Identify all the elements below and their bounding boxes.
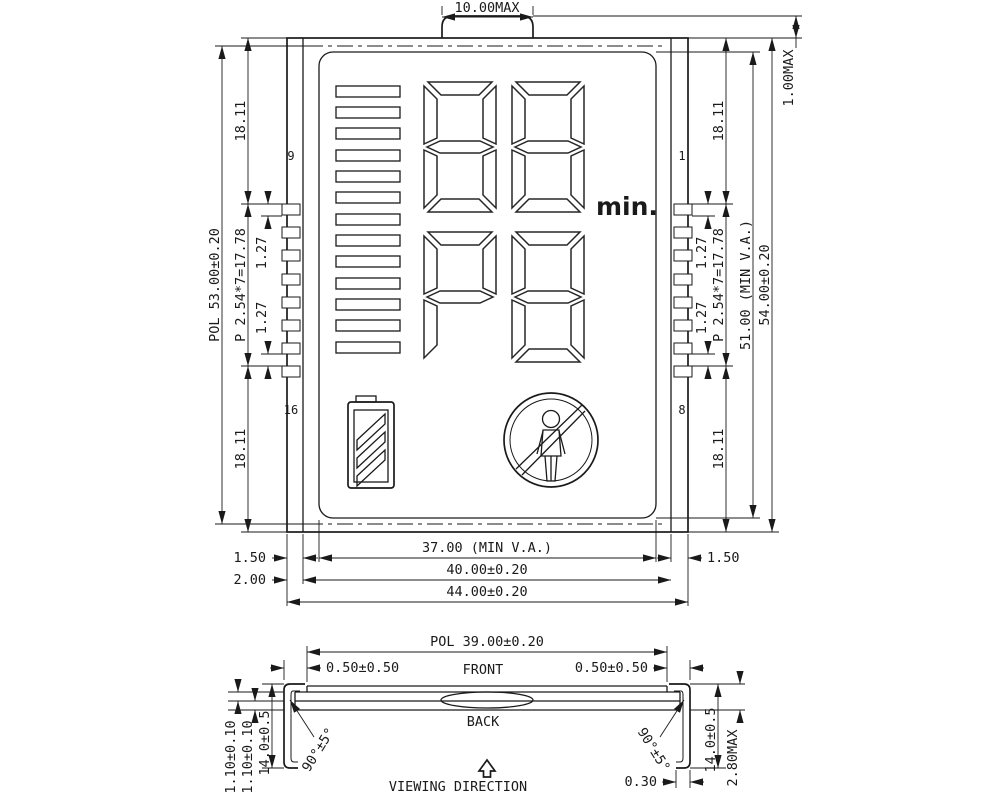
section-ellipse — [440, 691, 534, 709]
pin-array-left: 9 16 — [281, 149, 301, 417]
dim-edge-left-b: 2.00 — [233, 572, 266, 588]
viewing-direction-arrow-icon — [477, 758, 497, 778]
dim-half-pitch-right-bottom: 1.27 — [694, 302, 710, 335]
bezel-right-outer — [669, 683, 691, 769]
dim-tab-width: 10.00MAX — [454, 0, 519, 16]
bezel-left-inner — [290, 690, 300, 763]
dim-glass-a: 1.10±0.10 — [223, 720, 239, 793]
dim-total-width: 44.00±0.20 — [446, 584, 527, 600]
viewing-area-outline — [318, 51, 657, 519]
dim-leg-left: 14.0±0.5 — [257, 710, 273, 775]
dim-bend-angle-right: 90°±5° — [634, 725, 673, 775]
back-label: BACK — [467, 714, 500, 730]
seven-segment-char-p — [423, 231, 497, 360]
viewing-direction: VIEWING DIRECTION — [389, 758, 527, 795]
person-body — [540, 429, 562, 457]
seven-segment-digit-bottom-right — [511, 231, 585, 363]
min-unit-label: min. — [596, 192, 658, 221]
seven-segment-digit-top-right — [511, 81, 585, 213]
prohibition-slash — [515, 404, 583, 470]
dim-glass-b: 1.10±0.10 — [240, 720, 256, 793]
seven-segment-digit-top-left — [423, 81, 497, 213]
dim-total-height: 54.00±0.20 — [757, 244, 773, 325]
dim-thickness-max: 2.80MAX — [725, 730, 741, 787]
prohibition-slash-2 — [521, 410, 586, 476]
dim-top-margin-left: 18.11 — [233, 101, 249, 142]
front-label: FRONT — [463, 662, 504, 678]
dim-bend-angle-left: 90°±5° — [299, 725, 338, 775]
dim-pol-inset-right: 0.50±0.50 — [575, 660, 648, 676]
dimensions-top: 10.00MAX 1.00MAX — [441, 0, 802, 107]
dim-edge-right: 1.50 — [707, 550, 740, 566]
dim-pol-inset-left: 0.50±0.50 — [326, 660, 399, 676]
pin-array-right: 1 8 — [673, 149, 693, 417]
pin-number-8: 8 — [678, 403, 685, 417]
dim-pol-height: POL 53.00±0.20 — [207, 228, 223, 342]
dim-tab-height: 1.00MAX — [781, 50, 797, 107]
dim-pin-pitch-left: P 2.54*7=17.78 — [233, 228, 249, 342]
dim-top-margin-right: 18.11 — [711, 101, 727, 142]
bezel-left-outer — [283, 683, 305, 769]
dim-va-width: 37.00 (MIN V.A.) — [422, 540, 552, 556]
viewing-direction-label: VIEWING DIRECTION — [389, 779, 527, 795]
dim-half-pitch-right-top: 1.27 — [694, 237, 710, 270]
dim-bottom-margin-right: 18.11 — [711, 429, 727, 470]
no-person-icon — [503, 392, 599, 488]
dim-half-pitch-left-bottom: 1.27 — [254, 302, 270, 335]
person-arms — [536, 430, 566, 455]
person-head — [541, 409, 561, 429]
bezel-right-inner — [674, 690, 684, 763]
dim-half-pitch-left-top: 1.27 — [254, 237, 270, 270]
person-legs — [544, 455, 558, 482]
dim-edge-left-a: 1.50 — [233, 550, 266, 566]
section-outline — [283, 683, 691, 769]
side-view: FRONT BACK POL 39.00±0.20 0.50±0.50 0.50… — [223, 634, 745, 795]
main-view: 9 16 1 8 — [207, 0, 802, 606]
dimensions-right: 18.11 1.27 1.27 P 2.54*7=17.78 18.11 51.… — [656, 37, 779, 533]
dimensions-left: 18.11 POL 53.00±0.20 P 2.54*7=17.78 1.27… — [207, 37, 307, 533]
battery-icon — [347, 395, 395, 489]
dim-pol-width: POL 39.00±0.20 — [430, 634, 544, 650]
bargraph-segments — [335, 85, 401, 354]
pin-number-16: 16 — [284, 403, 298, 417]
dim-pin-pitch-right: P 2.54*7=17.78 — [711, 228, 727, 342]
dim-bottom-margin-left: 18.11 — [233, 429, 249, 470]
pin-number-1: 1 — [678, 149, 685, 163]
dim-foot-gap: 0.30 — [624, 774, 657, 790]
pin-number-9: 9 — [287, 149, 294, 163]
top-tab — [441, 15, 534, 38]
dimensions-bottom: 37.00 (MIN V.A.) 40.00±0.20 44.00±0.20 1… — [233, 520, 740, 606]
dim-va-height: 51.00 (MIN V.A.) — [738, 220, 754, 350]
dim-leg-right: 14.0±0.5 — [703, 707, 719, 772]
dim-seal-width: 40.00±0.20 — [446, 562, 527, 578]
